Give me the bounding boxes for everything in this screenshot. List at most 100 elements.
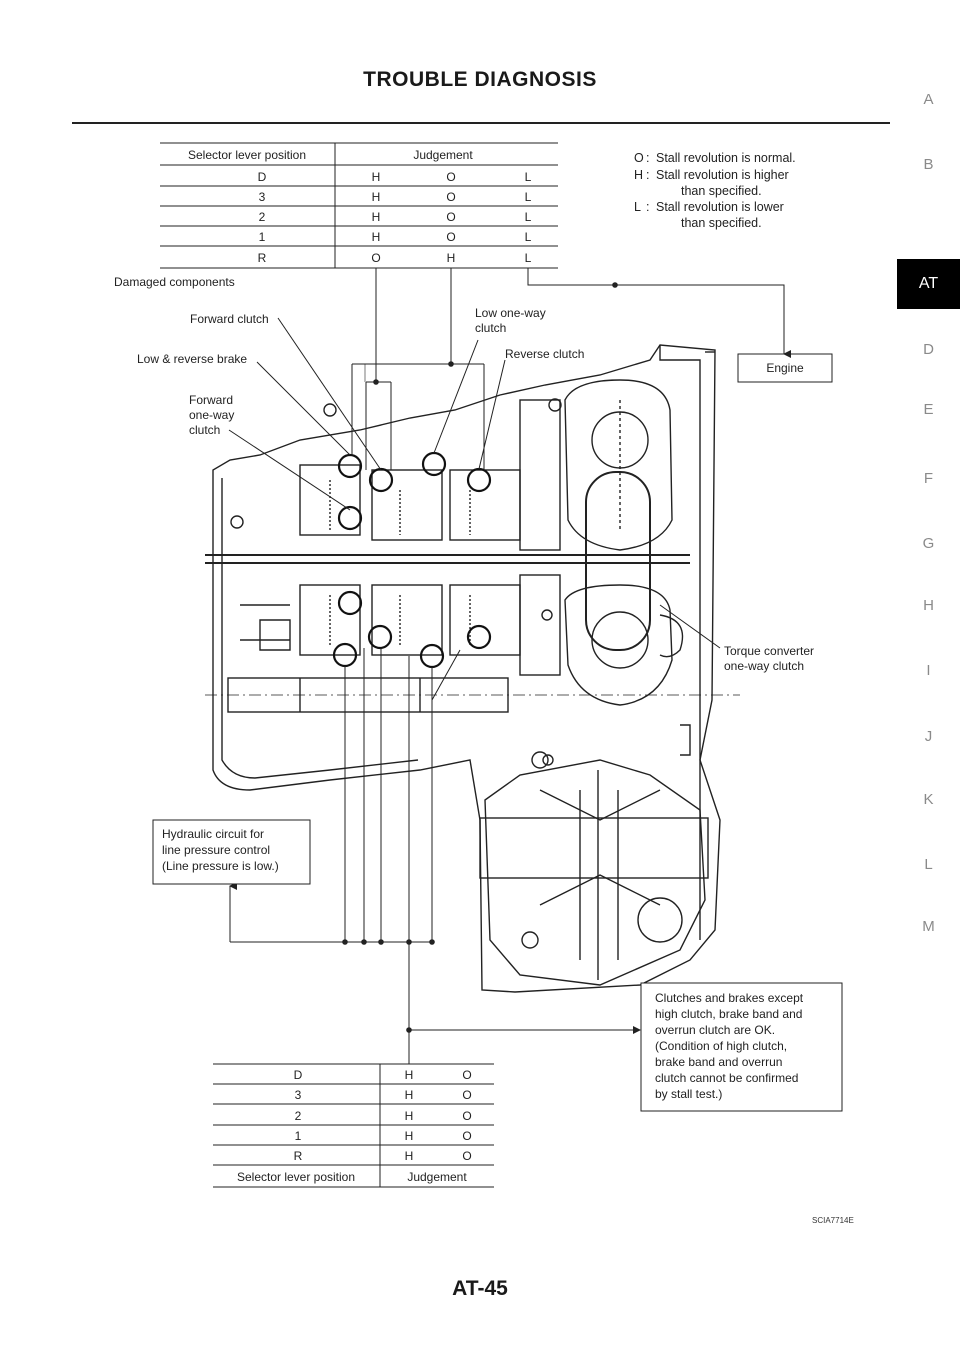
page-number: AT-45 [452,1277,508,1300]
top-table-cell: 1 [259,230,266,244]
bottom-table-cell: R [294,1149,303,1163]
section-tab-h[interactable]: H [923,597,934,614]
legend-text-o: Stall revolution is normal. [656,151,796,165]
clutches-line-4: (Condition of high clutch, [655,1039,787,1053]
legend-colon: : [646,168,649,182]
clutches-line-1: Clutches and brakes except [655,991,804,1005]
bottom-table-footer-position: Selector lever position [237,1170,355,1184]
top-table-cell: O [446,230,455,244]
legend-key-h: H [634,168,643,182]
bottom-table-footer-judgement: Judgement [407,1170,467,1184]
indicator-forward-oneway [337,453,363,479]
label-low-oneway-2: clutch [475,321,506,335]
section-tab-strip: A B AT D E F G H I J K L M [897,0,960,1358]
section-tab-at-active[interactable]: AT [897,259,960,309]
section-tab-a[interactable]: A [923,91,934,108]
page-title: TROUBLE DIAGNOSIS [363,68,597,91]
legend-text-h-1: Stall revolution is higher [656,168,789,182]
legend-colon: : [646,151,649,165]
top-table-header-judgement: Judgement [413,148,473,162]
indicator-low-reverse-brake-lower [337,590,363,616]
top-table-cell: O [446,170,455,184]
indicator-reverse-clutch [466,467,492,493]
section-tab-k[interactable]: K [923,791,934,808]
clutches-line-3: overrun clutch are OK. [655,1023,775,1037]
label-reverse-clutch: Reverse clutch [505,347,584,361]
legend: O : Stall revolution is normal. H : Stal… [634,151,796,230]
top-table-cell: H [372,190,381,204]
top-table-cell: O [446,190,455,204]
bottom-table-cell: O [462,1068,471,1082]
figure-code: SCIA7714E [812,1216,854,1225]
top-table-header-position: Selector lever position [188,148,306,162]
bottom-table-rows: D H O 3 H O 2 H O 1 H O R H O Selector l… [237,1068,472,1184]
legend-text-h-2: than specified. [681,184,762,198]
engine-label: Engine [766,361,804,375]
section-tab-l[interactable]: L [924,856,933,873]
indicator-low-oneway-lower [419,643,445,669]
transmission-cross-section [205,344,740,993]
label-torque-converter-2: one-way clutch [724,659,804,673]
bottom-table-cell: 2 [295,1109,302,1123]
section-tab-i[interactable]: I [926,662,931,679]
label-forward-oneway-3: clutch [189,423,220,437]
section-tab-g[interactable]: G [922,535,935,552]
component-labels: Damaged components Forward clutch Low & … [114,275,814,673]
indicator-low-reverse-brake [337,505,363,531]
label-low-reverse-brake: Low & reverse brake [137,352,247,366]
section-tab-d[interactable]: D [923,341,934,358]
bottom-table-cell: 1 [295,1129,302,1143]
legend-key-o: O [634,151,644,165]
top-table-cell: L [525,190,532,204]
hydraulic-line-3: (Line pressure is low.) [162,859,279,873]
bottom-table-cell: H [405,1068,414,1082]
label-torque-converter-1: Torque converter [724,644,814,658]
section-tab-j[interactable]: J [924,728,933,745]
section-tab-f[interactable]: F [923,470,934,487]
bottom-table-cell: O [462,1149,471,1163]
component-indicators [332,451,492,669]
legend-colon: : [646,200,649,214]
bottom-table-cell: H [405,1129,414,1143]
section-tab-b[interactable]: B [923,156,934,173]
top-table-cell: O [446,210,455,224]
top-table-cell: O [371,251,380,265]
indicator-forward-clutch [368,467,394,493]
top-table-cell: H [372,210,381,224]
top-table-cell: R [258,251,267,265]
top-table-cell: L [525,170,532,184]
clutches-line-5: brake band and overrun [655,1055,782,1069]
hydraulic-line-1: Hydraulic circuit for [162,827,264,841]
top-judgement-table [160,142,558,269]
section-tab-e[interactable]: E [923,401,934,418]
bottom-table-cell: O [462,1109,471,1123]
clutches-line-7: by stall test.) [655,1087,722,1101]
title-rule [72,122,890,124]
bottom-table-cell: O [462,1088,471,1102]
indicator-forward-clutch-lower [367,624,393,650]
label-damaged-components: Damaged components [114,275,235,289]
clutches-line-6: clutch cannot be confirmed [655,1071,798,1085]
junction-dots [342,282,618,1033]
top-table-cell: L [525,230,532,244]
label-forward-oneway-1: Forward [189,393,233,407]
bottom-table-cell: O [462,1129,471,1143]
indicator-reverse-clutch-lower [466,624,492,650]
top-table-cell: H [372,230,381,244]
top-table-cell: D [258,170,267,184]
legend-text-l-2: than specified. [681,216,762,230]
legend-key-l: L [634,200,641,214]
section-tab-m[interactable]: M [922,918,935,935]
indicator-low-oneway [421,451,447,477]
bottom-table-cell: H [405,1088,414,1102]
hydraulic-line-2: line pressure control [162,843,270,857]
bottom-table-cell: H [405,1109,414,1123]
legend-text-l-1: Stall revolution is lower [656,200,784,214]
label-forward-oneway-2: one-way [189,408,234,422]
top-table-cell: 2 [259,210,266,224]
bottom-table-cell: 3 [295,1088,302,1102]
clutches-line-2: high clutch, brake band and [655,1007,802,1021]
hydraulic-circuit-box [152,819,311,885]
